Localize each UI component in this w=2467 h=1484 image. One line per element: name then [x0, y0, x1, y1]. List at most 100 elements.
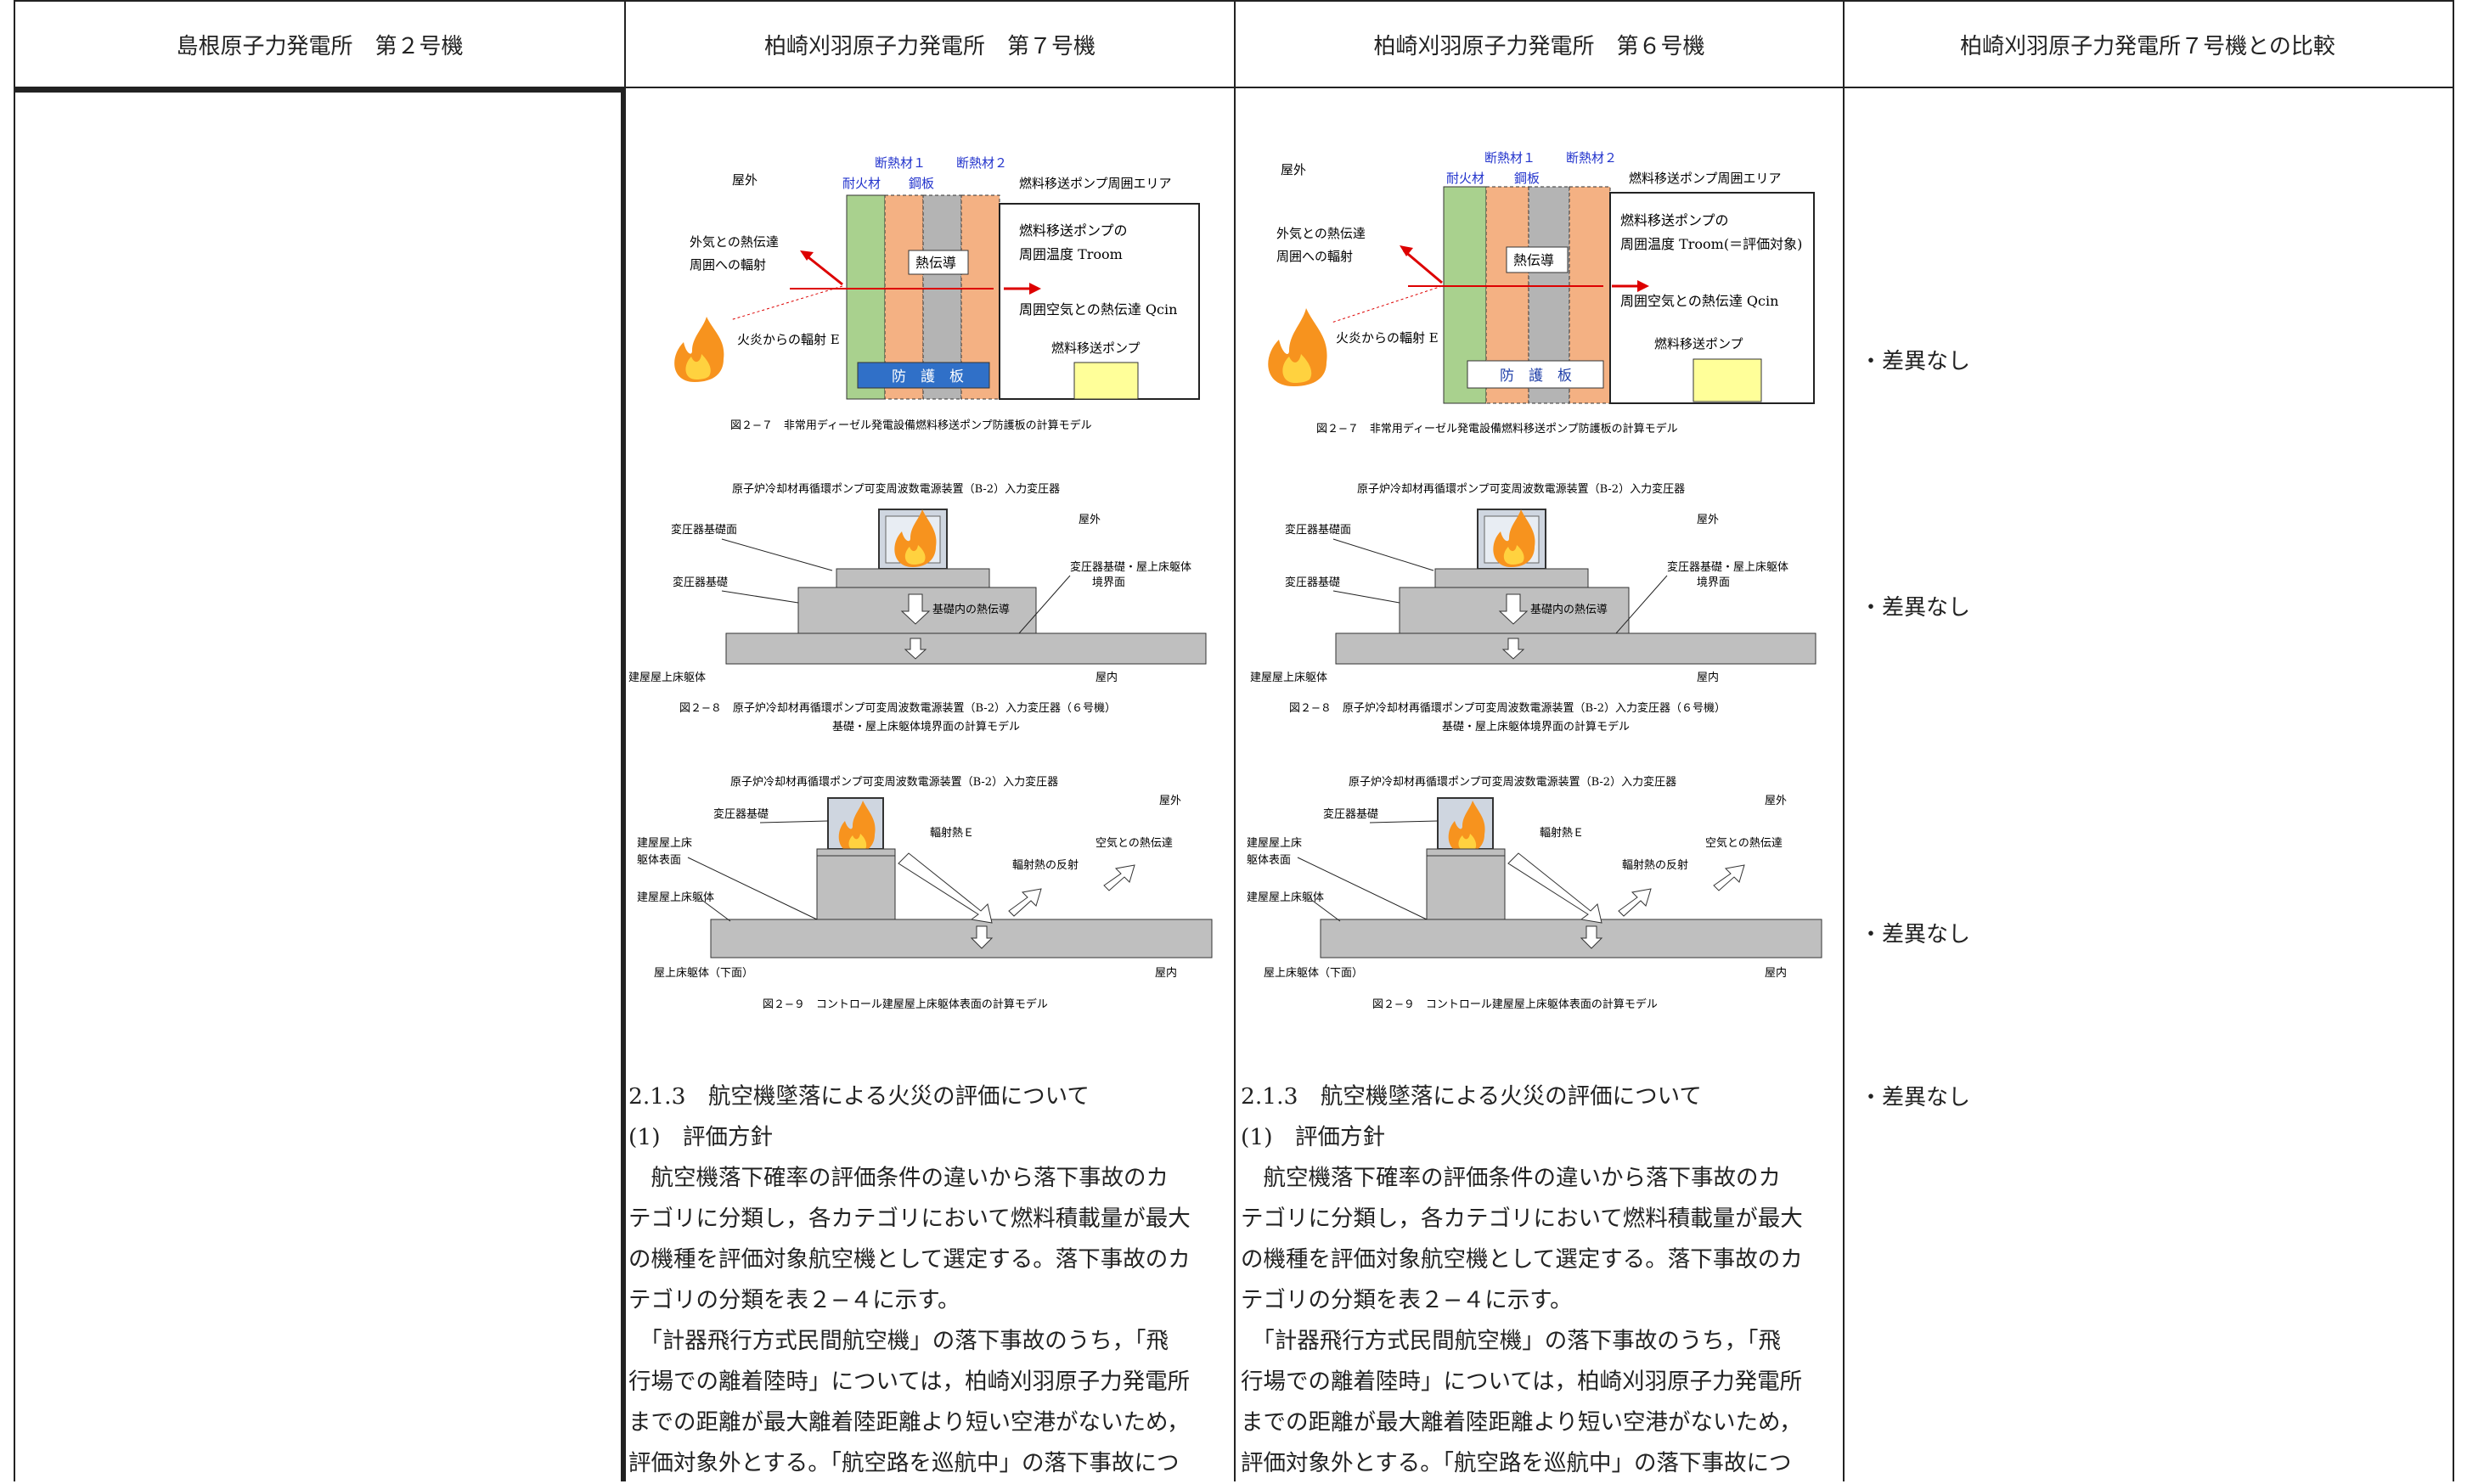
- arrow-down-icon: [900, 593, 931, 625]
- guard-plate-label-box: [857, 362, 990, 389]
- arrow-down-icon: [1501, 638, 1525, 660]
- fig29-reflection: 輻射熱の反射: [1012, 858, 1079, 872]
- fig29-outdoor: 屋外: [1159, 795, 1181, 807]
- paragraph-line: 「計器飛行方式民間航空機」の落下事故のうち，「飛: [628, 1328, 1169, 1354]
- pointer-line: [1615, 575, 1668, 634]
- pump-box: [1693, 358, 1762, 402]
- label-fireproof: 耐火材: [1446, 171, 1484, 186]
- pointer-line: [759, 820, 829, 824]
- column-divider: [624, 0, 626, 1481]
- arrow-down-icon: [1580, 925, 1603, 949]
- label-insulation1: 断熱材１: [875, 155, 926, 171]
- paragraph-line: の機種を評価対象航空機として選定する。落下事故のカ: [1241, 1246, 1803, 1273]
- label-area: 燃料移送ポンプ周囲エリア: [1629, 171, 1782, 186]
- caption-fig27: 図２−７ 非常用ディーゼル発電設備燃料移送ポンプ防護板の計算モデル: [730, 419, 1092, 432]
- label-pump-temp-2: 周囲温度 Troom: [1019, 246, 1123, 262]
- header-comparison: 柏崎刈羽原子力発電所７号機との比較: [1960, 33, 2335, 59]
- fig29-indoor: 屋内: [1155, 966, 1177, 980]
- label-fire-radiation: 火炎からの輻射 E: [1336, 330, 1439, 346]
- label-air-heat: 周囲空気との熱伝達 Qcin: [1620, 293, 1778, 309]
- paragraph-line: 「計器飛行方式民間航空機」の落下事故のうち，「飛: [1241, 1328, 1781, 1354]
- fig28-indoor: 屋内: [1697, 671, 1719, 684]
- fig29-base: 変圧器基礎: [713, 807, 769, 821]
- paragraph-line: 航空機落下確率の評価条件の違いから落下事故のカ: [628, 1165, 1169, 1191]
- paragraph-line: 評価対象外とする。「航空路を巡航中」の落下事故につ: [1241, 1450, 1792, 1476]
- fig29-surface-2: 躯体表面: [1247, 853, 1291, 867]
- label-pump: 燃料移送ポンプ: [1051, 340, 1141, 356]
- paragraph-line: テゴリの分類を表２−４に示す。: [628, 1287, 960, 1313]
- label-pump: 燃料移送ポンプ: [1654, 336, 1743, 351]
- pointer-line: [1018, 575, 1071, 634]
- header-kk-6: 柏崎刈羽原子力発電所 第６号機: [1373, 33, 1705, 59]
- pointer-line: [1332, 590, 1400, 604]
- air-heat-arrow-icon: [1103, 864, 1135, 891]
- fig29-base: 変圧器基礎: [1323, 807, 1378, 821]
- fig28-outdoor: 屋外: [1079, 514, 1101, 526]
- header-kk-7: 柏崎刈羽原子力発電所 第７号機: [763, 33, 1096, 59]
- fig29-surface-1: 建屋屋上床: [637, 837, 692, 850]
- fig28-roof-slab: 建屋屋上床躯体: [628, 671, 706, 684]
- fig29-title: 原子炉冷却材再循環ポンプ可変周波数電源装置（B-2）入力変圧器: [730, 775, 1058, 789]
- caption-fig27: 図２−７ 非常用ディーゼル発電設備燃料移送ポンプ防護板の計算モデル: [1316, 422, 1678, 436]
- section-subheading: (1) 評価方針: [1241, 1124, 1386, 1150]
- radiation-line: [729, 285, 843, 321]
- fig29-roof-slab: 建屋屋上床躯体: [637, 891, 714, 904]
- label-insulation2: 断熱材２: [956, 155, 1007, 171]
- figure-2-9-k7: 原子炉冷却材再循環ポンプ可変周波数電源装置（B-2）入力変圧器 屋外 変圧器基礎…: [637, 775, 1213, 1011]
- caption-fig28-2: 基礎・屋上床躯体境界面の計算モデル: [1442, 720, 1630, 734]
- pointer-line: [1297, 857, 1428, 920]
- label-radiation-around: 周囲への輻射: [1276, 249, 1353, 264]
- label-guard-plate: 防 護 板: [1500, 368, 1572, 385]
- pointer-line: [700, 898, 731, 922]
- label-fireproof: 耐火材: [842, 176, 881, 191]
- pointer-line: [687, 857, 818, 920]
- arrow-down-icon: [1498, 593, 1529, 625]
- guard-plate-label-box: [1467, 360, 1604, 389]
- conduction-label-box: [1506, 246, 1569, 273]
- caption-fig29: 図２−９ コントロール建屋屋上床躯体表面の計算モデル: [763, 998, 1048, 1011]
- fig29-indoor: 屋内: [1765, 966, 1787, 980]
- fig28-title: 原子炉冷却材再循環ポンプ可変周波数電源装置（B-2）入力変圧器: [732, 482, 1060, 496]
- label-air-heat: 周囲空気との熱伝達 Qcin: [1019, 301, 1177, 318]
- fig28-roof-slab: 建屋屋上床躯体: [1250, 671, 1327, 684]
- paragraph-line: 行場での離着陸時」については，柏崎刈羽原子力発電所: [1241, 1369, 1803, 1395]
- fire-icon: [1268, 308, 1327, 386]
- conduction-label-box: [908, 250, 969, 275]
- fig29-underside: 屋上床躯体（下面）: [1264, 966, 1363, 980]
- comparison-table: [14, 0, 2454, 1481]
- label-outdoor: 屋外: [732, 172, 758, 188]
- roof-slab: [1320, 919, 1822, 958]
- figure-2-7-k7: 屋外 断熱材１ 断熱材２ 耐火材 鋼板 燃料移送ポンプ周囲エリア 燃料移送ポンプ…: [674, 155, 1200, 432]
- label-steel: 鋼板: [909, 176, 934, 191]
- reflection-arrow-icon: [1618, 888, 1652, 917]
- pointer-line: [1332, 538, 1434, 571]
- caption-fig28-1: 図２−８ 原子炉冷却材再循環ポンプ可変周波数電源装置（B-2）入力変圧器（６号機…: [1289, 701, 1726, 715]
- label-pump-temp-2: 周囲温度 Troom(＝評価対象): [1620, 236, 1802, 252]
- reflection-arrow-icon: [1008, 888, 1042, 917]
- label-conduction: 熱伝導: [915, 255, 956, 271]
- base-top: [1434, 568, 1589, 588]
- base-cap: [1426, 848, 1506, 857]
- section-subheading: (1) 評価方針: [628, 1124, 774, 1150]
- fig28-base: 変圧器基礎: [673, 576, 728, 589]
- header-divider: [14, 87, 2453, 88]
- fig29-air-heat: 空気との熱伝達: [1096, 836, 1173, 850]
- arrow-head: [1400, 245, 1413, 256]
- air-heat-arrow-icon: [1713, 864, 1745, 891]
- fig28-indoor: 屋内: [1096, 671, 1118, 684]
- roof-slab: [1335, 632, 1816, 665]
- fig28-outdoor: 屋外: [1697, 514, 1719, 526]
- fig28-boundary-2: 境界面: [1697, 576, 1730, 589]
- label-guard-plate: 防 護 板: [892, 368, 964, 385]
- fig29-underside: 屋上床躯体（下面）: [654, 966, 753, 980]
- column1-thick-side: [621, 88, 625, 1481]
- arrow-head: [800, 250, 814, 261]
- caption-fig29: 図２−９ コントロール建屋屋上床躯体表面の計算モデル: [1372, 998, 1658, 1011]
- fig29-title: 原子炉冷却材再循環ポンプ可変周波数電源装置（B-2）入力変圧器: [1349, 775, 1676, 789]
- figure-2-8-k6: 原子炉冷却材再循環ポンプ可変周波数電源装置（B-2）入力変圧器 屋外 変圧器基礎…: [1250, 482, 1816, 734]
- section-heading: 2.1.3 航空機墜落による火災の評価について: [628, 1083, 1090, 1110]
- fig28-boundary-1: 変圧器基礎・屋上床躯体: [1070, 560, 1191, 574]
- section-text-k6: 2.1.3 航空機墜落による火災の評価について (1) 評価方針 航空機落下確率…: [1241, 1076, 1835, 1484]
- label-heat-outside: 外気との熱伝達: [690, 234, 779, 250]
- fig28-boundary-2: 境界面: [1092, 576, 1125, 589]
